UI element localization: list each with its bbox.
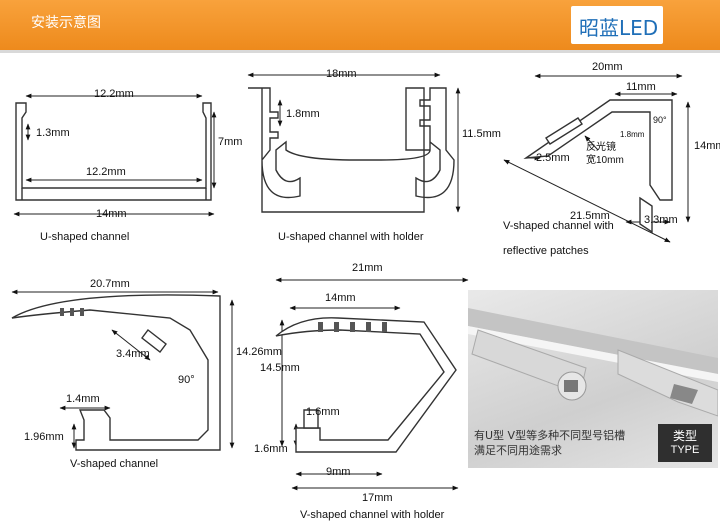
dim-label: 1.96mm (24, 431, 64, 443)
dim-label: 1.8mm (286, 108, 320, 120)
dim-label: 反光镜 (586, 142, 616, 153)
dim-label: 14mm (325, 292, 356, 304)
dim-label: 11mm (626, 81, 656, 93)
dimension-lines (11, 72, 691, 491)
dim-label: 14.26mm (236, 346, 282, 358)
dim-label: 21.5mm (570, 210, 610, 222)
figure-caption: U-shaped channel with holder (278, 231, 424, 243)
header-banner: 安装示意图 昭蓝LED (0, 0, 720, 50)
dim-label: 1.4mm (66, 393, 100, 405)
header-divider (0, 50, 720, 53)
dim-label: 12.2mm (94, 88, 134, 100)
dim-label: 7mm (218, 136, 243, 148)
dim-label: 90° (653, 115, 667, 125)
photo-note: 有U型 V型等多种不同型号铝槽 满足不同用途需求 (474, 429, 626, 457)
dim-label: 21mm (352, 262, 383, 274)
type-badge-cn: 类型 (672, 429, 697, 443)
dim-label: 1.6mm (306, 406, 340, 418)
type-badge-en: TYPE (670, 444, 700, 456)
figure-caption: V-shaped channel with holder (300, 509, 445, 521)
extrusion-illustration (468, 308, 718, 417)
type-badge: 类型 TYPE (658, 424, 712, 462)
dim-label: 90° (178, 374, 195, 386)
dim-label: 1.8mm (620, 130, 645, 139)
dim-label: 12.2mm (86, 166, 126, 178)
dim-label: 1.6mm (254, 443, 288, 455)
dim-label: 宽10mm (586, 155, 624, 166)
page-title: 安装示意图 (31, 15, 101, 31)
dim-label: 2.5mm (536, 152, 570, 164)
dim-label: 9mm (326, 466, 351, 478)
dim-label: 3.3mm (644, 214, 678, 226)
dim-label: 18mm (326, 68, 357, 80)
figure-caption: V-shaped channel with (503, 220, 614, 232)
figure-caption: V-shaped channel (70, 458, 159, 470)
dim-label: 3.4mm (116, 348, 150, 360)
dim-label: 14mm (96, 208, 127, 220)
dim-label: 20.7mm (90, 278, 130, 290)
dim-label: 11.5mm (462, 128, 501, 140)
dim-label: 17mm (362, 492, 393, 504)
figure-caption: reflective patches (503, 245, 589, 257)
dim-label: 20mm (592, 61, 623, 73)
product-photo: 有U型 V型等多种不同型号铝槽 满足不同用途需求 类型 TYPE (468, 290, 718, 468)
dim-label: 14.5mm (260, 362, 300, 374)
dim-label: 1.3mm (36, 127, 70, 139)
brand-logo: 昭蓝LED (571, 6, 663, 44)
profile-fins (60, 308, 387, 332)
dim-label: 14mm (694, 140, 720, 152)
figure-caption: U-shaped channel (40, 231, 130, 243)
brand-name: 昭蓝LED (579, 16, 659, 40)
